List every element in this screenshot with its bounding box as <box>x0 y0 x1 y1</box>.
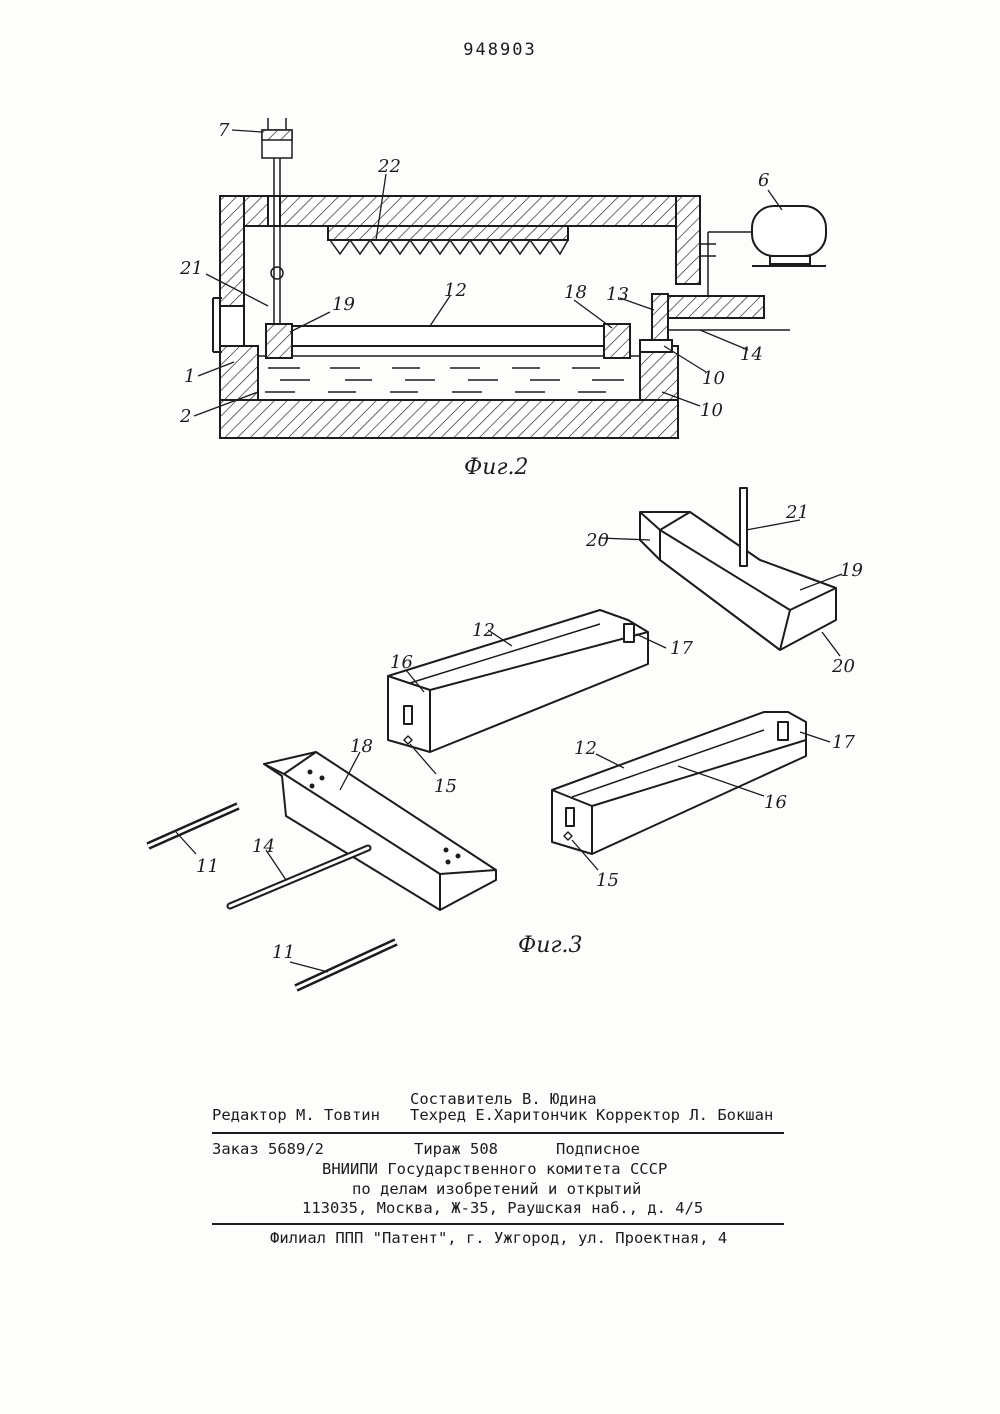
callout: 14 <box>740 344 763 365</box>
address-line: 113035, Москва, Ж-35, Раушская наб., д. … <box>302 1199 703 1217</box>
divider <box>212 1223 784 1225</box>
callout: 16 <box>390 652 413 673</box>
callout: 17 <box>670 638 693 659</box>
callout: 10 <box>700 400 723 421</box>
callout: 19 <box>332 294 355 315</box>
guide-13 <box>640 294 790 352</box>
callout: 20 <box>585 530 609 551</box>
figure-caption: Фиг.3 <box>518 933 583 958</box>
callout: 15 <box>434 776 457 797</box>
carriage-12 <box>266 324 630 358</box>
divider <box>212 1132 784 1134</box>
figure-3 <box>148 488 842 988</box>
callout: 22 <box>377 156 401 177</box>
callout: 15 <box>596 870 619 891</box>
callout: 12 <box>472 620 495 641</box>
callout: 7 <box>218 120 230 141</box>
frame-18 <box>264 752 496 910</box>
callout: 16 <box>764 792 787 813</box>
callout: 21 <box>785 502 809 523</box>
techred-name: Техред Е.Харитончик <box>410 1106 587 1124</box>
callout: 18 <box>350 736 373 757</box>
rail-12-lower <box>552 712 806 854</box>
callout: 1 <box>184 366 195 387</box>
callout: 11 <box>272 942 295 963</box>
callout: 21 <box>179 258 203 279</box>
organization-line-2: по делам изобретений и открытий <box>352 1180 641 1198</box>
rail-12-upper <box>388 610 648 752</box>
callout: 11 <box>196 856 219 877</box>
order-number: Заказ 5689/2 <box>212 1140 324 1158</box>
callout: 13 <box>606 284 629 305</box>
callout: 10 <box>702 368 725 389</box>
callout: 17 <box>832 732 855 753</box>
callout: 6 <box>758 170 769 191</box>
organization-line-1: ВНИИПИ Государственного комитета СССР <box>322 1160 667 1178</box>
subscription-note: Подписное <box>556 1140 640 1158</box>
callout: 12 <box>574 738 597 759</box>
callout: 12 <box>444 280 467 301</box>
editor-name: Редактор М. Товтин <box>212 1106 380 1124</box>
callout: 18 <box>564 282 587 303</box>
corrector-name: Корректор Л. Бокшан <box>596 1106 773 1124</box>
callout: 19 <box>840 560 863 581</box>
drive-6 <box>700 206 826 298</box>
figure-2 <box>194 118 826 438</box>
melt-bath <box>258 356 640 392</box>
callout: 14 <box>252 836 275 857</box>
figure-caption: Фиг.2 <box>464 455 529 480</box>
circulation: Тираж 508 <box>414 1140 498 1158</box>
branch-line: Филиал ППП "Патент", г. Ужгород, ул. Про… <box>270 1229 727 1247</box>
callout: 20 <box>831 656 855 677</box>
callout: 2 <box>179 406 191 427</box>
heater-22 <box>328 226 568 254</box>
